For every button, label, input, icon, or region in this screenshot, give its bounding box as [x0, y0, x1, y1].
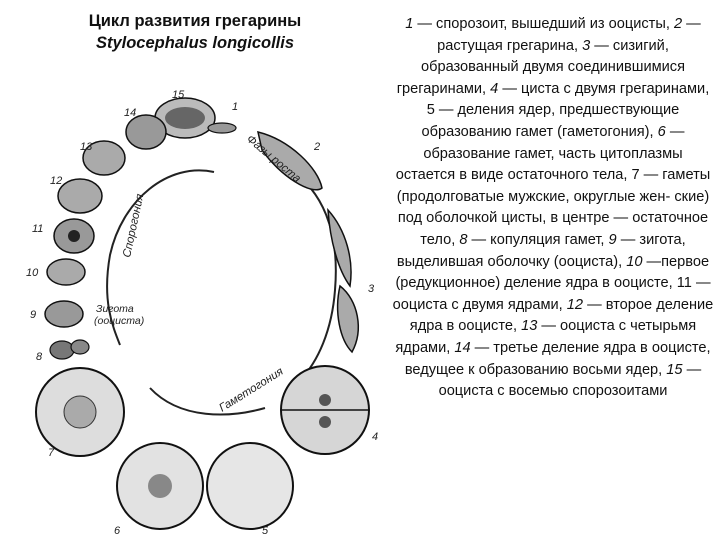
caption-text-3: — сизигий, образованный двумя соединивши… [396, 37, 686, 97]
caption-text-12: — второе деление ядра в ооцисте, [409, 296, 714, 335]
caption-text-8: — копуляция гамет, [467, 231, 609, 248]
stage-10-oocyst [46, 258, 86, 286]
caption-num-1: 1 [405, 16, 414, 32]
stage-8-copulation [49, 339, 90, 360]
stage-number-13: 13 [80, 141, 93, 153]
caption-text-15: — ооциста с восемью спорозоитами [438, 361, 702, 400]
stage-number-15: 15 [172, 89, 185, 101]
caption-num-13: 13 [521, 318, 538, 335]
stage-9-zygote [44, 300, 84, 328]
caption-num-10: 10 [626, 253, 643, 270]
title-species-name: Stylocephalus longicollis [95, 34, 295, 52]
caption-text-9: — зигота, выделившая оболочку (ооциста), [396, 231, 686, 270]
caption-num-9: 9 [608, 231, 617, 248]
stage-11-oocyst [53, 218, 95, 254]
stage-number-12: 12 [50, 175, 62, 187]
stage-15-oocyst [154, 97, 216, 139]
figure-caption: 1 — спорозоит, вышедший из ооцисты, 2 — … [392, 14, 714, 403]
stage-14-oocyst [125, 114, 167, 150]
stage-6-cyst-gamete-formation [116, 442, 204, 530]
caption-num-4: 4 [490, 80, 499, 97]
stage-number-8: 8 [36, 351, 43, 363]
stage-7-cyst-gametes [35, 367, 125, 457]
stage-number-2: 2 [313, 141, 320, 153]
caption-num-8: 8 [459, 231, 468, 248]
title-line-1: Цикл развития грегарины [88, 12, 302, 30]
stage-number-4: 4 [372, 431, 378, 443]
stage-number-3: 3 [368, 283, 375, 295]
arc-label-sporogony: Спорогония [121, 193, 146, 259]
caption-text-14: — третье деление ядра в ооцисте, ведущее… [404, 339, 711, 378]
cycle-arrow-bottom [149, 387, 266, 416]
stage-number-11: 11 [32, 223, 43, 235]
stage-13-oocyst [82, 140, 126, 176]
cycle-arrow-upper-right [287, 167, 337, 381]
stage-4-cyst-two-gregarines [280, 365, 370, 455]
stage-number-5: 5 [262, 525, 269, 537]
caption-text-4: — циста с двумя грегаринами, 5 — деления… [421, 80, 710, 140]
caption-text-6: — образование гамет, часть цитоплазмы ос… [395, 123, 711, 248]
caption-num-12: 12 [566, 296, 584, 313]
stage-number-6: 6 [114, 525, 121, 537]
diagram-title: Цикл развития грегарины Stylocephalus lo… [40, 10, 350, 54]
stage-number-1: 1 [232, 101, 238, 113]
stage-1-sporozoite [207, 122, 237, 134]
caption-text-10: —первое (редукционное) деление ядра в оо… [392, 253, 711, 313]
caption-num-15: 15 [666, 361, 683, 378]
stage-3-syzygy [327, 207, 359, 354]
life-cycle-diagram: 1 2 3 4 5 6 7 8 9 10 11 12 13 14 15 Фазы… [26, 89, 378, 537]
cycle-arrow-left [106, 169, 215, 346]
stage-2-growing-gregarine [257, 130, 323, 191]
stage-number-7: 7 [48, 447, 55, 459]
zygote-label-line-1: Зигота [96, 303, 134, 315]
stage-5-cyst-nuclear-division [206, 442, 294, 530]
caption-num-14: 14 [454, 339, 471, 356]
stage-number-14: 14 [124, 107, 136, 119]
caption-num-3: 3 [582, 37, 591, 54]
stage-number-9: 9 [30, 309, 36, 321]
stage-number-10: 10 [26, 267, 39, 279]
caption-text-2: — растущая грегарина, [437, 16, 701, 54]
caption-num-2: 2 [673, 16, 683, 32]
stage-12-oocyst [57, 178, 103, 214]
caption-num-6: 6 [657, 123, 666, 140]
caption-text-13: — ооциста с четырьмя ядрами, [395, 318, 697, 356]
arc-label-gametogony: Гаметогония [217, 366, 285, 415]
caption-text-1: — спорозоит, вышедший из ооцисты, [413, 16, 674, 32]
zygote-label-line-2: (ооциста) [94, 315, 144, 327]
